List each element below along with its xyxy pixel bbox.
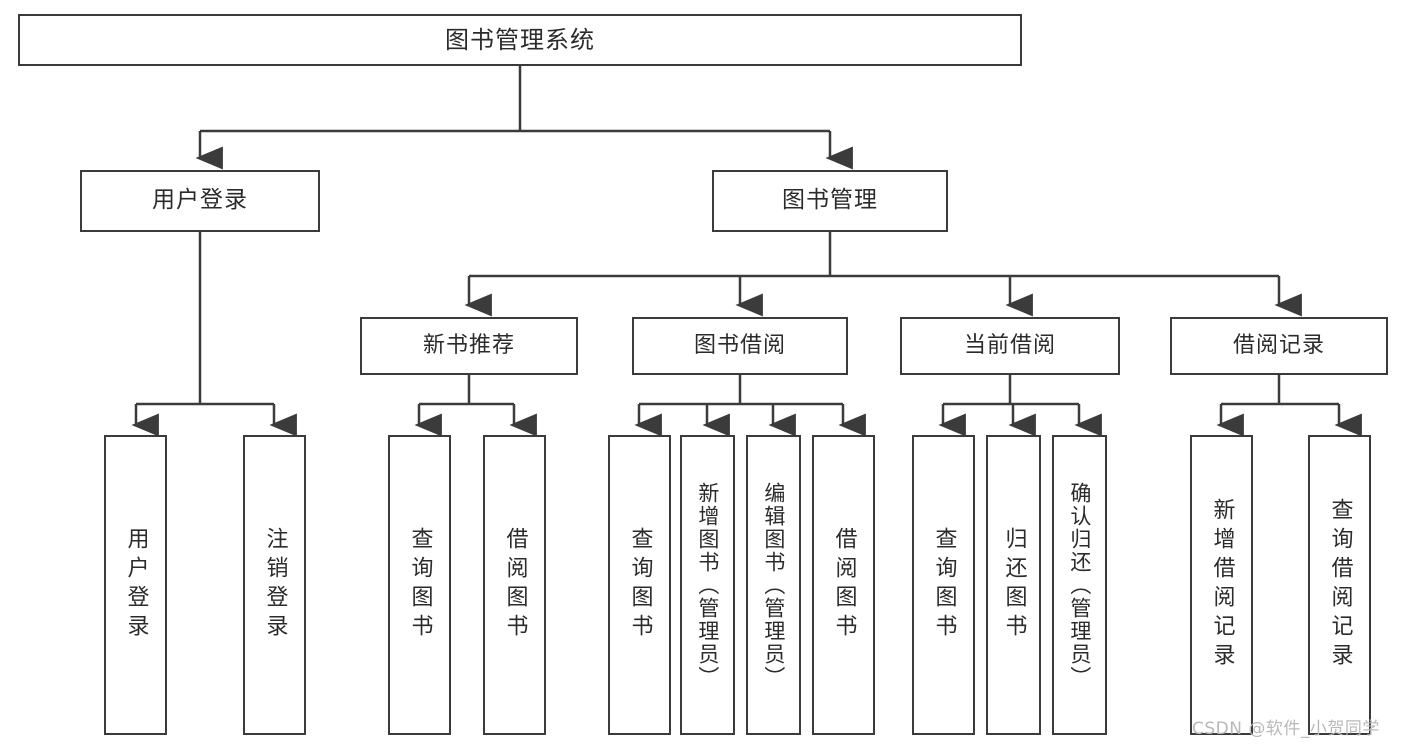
node-label: 查询图书 [407,527,433,643]
node-label: 当前借阅 [963,333,1056,359]
node-leaf-query-book-recommend[interactable]: 查询图书 [388,435,451,735]
node-label: 借阅图书 [831,527,857,643]
node-book-management[interactable]: 图书管理 [712,170,948,232]
node-label: 查询借阅记录 [1327,498,1353,672]
node-leaf-query-borrow-record[interactable]: 查询借阅记录 [1308,435,1371,735]
node-label: 借阅记录 [1232,333,1325,359]
node-borrow-record[interactable]: 借阅记录 [1170,317,1388,375]
node-user-login[interactable]: 用户登录 [80,170,320,232]
node-leaf-query-book-borrow[interactable]: 查询图书 [608,435,671,735]
node-leaf-query-book-current[interactable]: 查询图书 [912,435,975,735]
node-label: 用户登录 [152,187,248,214]
csdn-watermark: CSDN @软件_小贺同学 [1192,719,1380,739]
node-leaf-edit-book-admin[interactable]: 编辑图书（管理员） [746,435,801,735]
node-label: 图书借阅 [693,333,786,359]
node-label: 图书管理 [782,187,878,214]
node-label: 注销登录 [262,527,288,643]
node-label: 新增图书（管理员） [695,481,720,689]
node-book-management-system[interactable]: 图书管理系统 [18,14,1022,66]
node-label: 新书推荐 [422,333,515,359]
node-label: 确认归还（管理员） [1067,481,1092,689]
node-label: 编辑图书（管理员） [761,481,786,689]
node-label: 新增借阅记录 [1209,498,1235,672]
node-current-borrow[interactable]: 当前借阅 [900,317,1120,375]
node-label: 用户登录 [123,527,149,643]
node-leaf-add-book-admin[interactable]: 新增图书（管理员） [680,435,735,735]
node-label: 借阅图书 [502,527,528,643]
node-leaf-user-login[interactable]: 用户登录 [104,435,167,735]
node-leaf-confirm-return-admin[interactable]: 确认归还（管理员） [1052,435,1107,735]
node-leaf-add-borrow-record[interactable]: 新增借阅记录 [1190,435,1253,735]
node-book-borrow[interactable]: 图书借阅 [632,317,848,375]
node-label: 图书管理系统 [445,25,595,54]
node-leaf-borrow-book-recommend[interactable]: 借阅图书 [483,435,546,735]
node-label: 查询图书 [931,527,957,643]
node-new-book-recommend[interactable]: 新书推荐 [360,317,578,375]
node-label: 归还图书 [1001,527,1027,643]
node-label: 查询图书 [627,527,653,643]
node-leaf-return-book[interactable]: 归还图书 [986,435,1041,735]
node-leaf-borrow-book[interactable]: 借阅图书 [812,435,875,735]
node-leaf-user-logout[interactable]: 注销登录 [243,435,306,735]
